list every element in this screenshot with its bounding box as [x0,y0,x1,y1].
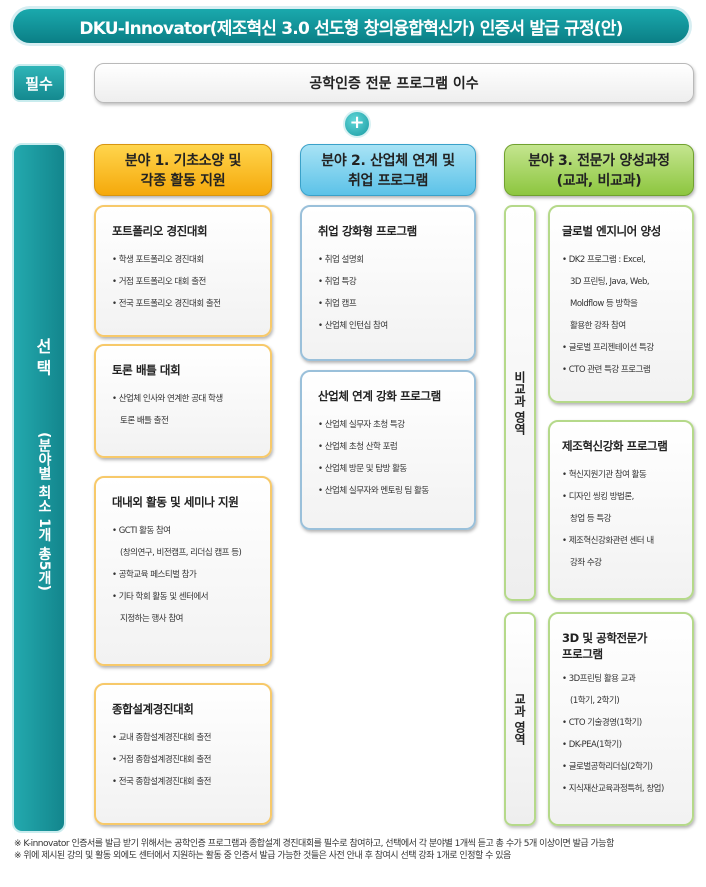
list-item: 교내 종합설계경진대회 출전 [112,727,258,749]
area-2-header-line1: 분야 2. 산업체 연계 및 [321,153,455,169]
list-item: 취업 특강 [318,271,462,293]
list-item: 활용한 강좌 참여 [570,321,626,331]
list-item: 제조혁신강화관련 센터 내 [562,530,680,552]
box-title: 포트폴리오 경진대회 [112,224,208,238]
selection-label: 선 택 [33,338,52,376]
box-title-line1: 3D 및 공학전문가 [562,631,648,645]
list-item: 산업체 실무자와 멘토링 팀 활동 [318,480,462,502]
plus-icon: + [343,110,371,138]
box-title: 글로벌 엔지니어 양성 [562,224,661,238]
selection-sublabel: (분야별 최소 1개 총5개) [36,432,52,591]
footnote: ※ 위에 제시된 강의 및 활동 외에도 센터에서 지원하는 활동 중 인증서 … [14,851,511,861]
box-title: 토론 배틀 대회 [112,363,181,377]
list-item: 산업체 인턴십 참여 [318,315,462,337]
list-item: CTO 관련 특강 프로그램 [562,359,680,381]
area-3-box-3d-engineering: 3D 및 공학전문가 프로그램 3D프린팅 활용 교과 (1학기, 2학기) C… [548,612,694,826]
list-item: 공학교육 페스티벌 참가 [112,564,258,586]
list-item: 학생 포트폴리오 경진대회 [112,249,258,271]
curricular-sidebar: 교과 영역 [504,612,536,826]
list-item: 혁신지원기관 참여 활동 [562,464,680,486]
list-item: 지정하는 행사 참여 [120,614,183,624]
list-item: 3D 프린팅, Java, Web, [570,277,650,287]
list-item: (1학기, 2학기) [570,696,620,706]
list-item: 기타 학회 활동 및 센터에서 [112,586,258,608]
list-item: (창의연구, 비전캠프, 리더십 캠프 등) [120,548,242,558]
list-item: CTO 기술경영(1학기) [562,712,680,734]
box-title: 3D 및 공학전문가 프로그램 [562,630,680,662]
list-item: 거점 종합설계경진대회 출전 [112,749,258,771]
list-item: 산업체 초청 산학 포럼 [318,436,462,458]
list-item: 강좌 수강 [570,558,602,568]
box-title: 제조혁신강화 프로그램 [562,439,668,453]
list-item: 토론 배틀 출전 [120,416,169,426]
box-title: 산업체 연계 강화 프로그램 [318,389,441,403]
list-item: 글로벌 프리젠테이션 특강 [562,337,680,359]
area-2-box-industry: 산업체 연계 강화 프로그램 산업체 실무자 초청 특강 산업체 초청 산학 포… [300,370,476,530]
list-item: 전국 포트폴리오 경진대회 출전 [112,293,258,315]
list-item: DK2 프로그램 : Excel, [562,249,680,271]
list-item: GCTI 활동 참여 [112,520,258,542]
list-item: 지식재산교육과정특허, 창업) [562,778,680,800]
area-1-box-design-contest: 종합설계경진대회 교내 종합설계경진대회 출전 거점 종합설계경진대회 출전 전… [94,683,272,825]
noncurricular-sidebar: 비교과 영역 [504,205,536,601]
list-item: 취업 설명회 [318,249,462,271]
area-3-header: 분야 3. 전문가 양성과정 (교과, 비교과) [504,144,694,196]
selection-sidebar [12,143,66,833]
area-1-box-debate: 토론 배틀 대회 산업체 인사와 연계한 공대 학생 토론 배틀 출전 [94,344,272,458]
list-item: 글로벌공학리더십(2학기) [562,756,680,778]
area-1-box-portfolio: 포트폴리오 경진대회 학생 포트폴리오 경진대회 거점 포트폴리오 대회 출전 … [94,205,272,337]
area-3-box-global-engineer: 글로벌 엔지니어 양성 DK2 프로그램 : Excel, 3D 프린팅, Ja… [548,205,694,403]
list-item: DK-PEA(1학기) [562,734,680,756]
area-3-header-line1: 분야 3. 전문가 양성과정 [528,153,670,169]
area-1-header-line2: 각종 활동 지원 [140,173,226,189]
curricular-label: 교과 영역 [512,692,527,746]
list-item: 산업체 방문 및 탐방 활동 [318,458,462,480]
required-program-box: 공학인증 전문 프로그램 이수 [94,63,694,103]
box-title: 종합설계경진대회 [112,702,194,716]
list-item: Moldflow 등 방학을 [570,299,638,309]
area-2-box-employment: 취업 강화형 프로그램 취업 설명회 취업 특강 취업 캠프 산업체 인턴십 참… [300,205,476,361]
footnotes: ※ K-innovator 인증서를 발급 받기 위해서는 공학인증 프로그램과… [14,838,698,862]
list-item: 취업 캠프 [318,293,462,315]
area-1-header: 분야 1. 기초소양 및 각종 활동 지원 [94,144,272,196]
list-item: 디자인 씽킹 방법론, [562,486,680,508]
page-title: DKU-Innovator(제조혁신 3.0 선도형 창의융합혁신가) 인증서 … [13,9,689,43]
title-banner: DKU-Innovator(제조혁신 3.0 선도형 창의융합혁신가) 인증서 … [10,6,692,46]
area-3-box-manufacturing-innovation: 제조혁신강화 프로그램 혁신지원기관 참여 활동 디자인 씽킹 방법론, 창업 … [548,420,694,600]
list-item: 창업 등 특강 [570,514,612,524]
box-title: 대내외 활동 및 세미나 지원 [112,495,239,509]
list-item: 3D프린팅 활용 교과 [562,668,680,690]
list-item: 거점 포트폴리오 대회 출전 [112,271,258,293]
area-1-box-activities: 대내외 활동 및 세미나 지원 GCTI 활동 참여 (창의연구, 비전캠프, … [94,476,272,666]
box-title: 취업 강화형 프로그램 [318,224,417,238]
area-2-header: 분야 2. 산업체 연계 및 취업 프로그램 [300,144,476,196]
required-badge: 필수 [12,64,66,102]
list-item: 산업체 실무자 초청 특강 [318,414,462,436]
area-3-header-line2: (교과, 비교과) [556,173,642,189]
box-title-line2: 프로그램 [562,647,603,661]
footnote: ※ K-innovator 인증서를 발급 받기 위해서는 공학인증 프로그램과… [14,839,614,849]
area-2-header-line2: 취업 프로그램 [347,173,429,189]
area-1-header-line1: 분야 1. 기초소양 및 [124,153,242,169]
list-item: 전국 종합설계경진대회 출전 [112,771,258,793]
list-item: 산업체 인사와 연계한 공대 학생 [112,388,258,410]
noncurricular-label: 비교과 영역 [512,370,527,436]
